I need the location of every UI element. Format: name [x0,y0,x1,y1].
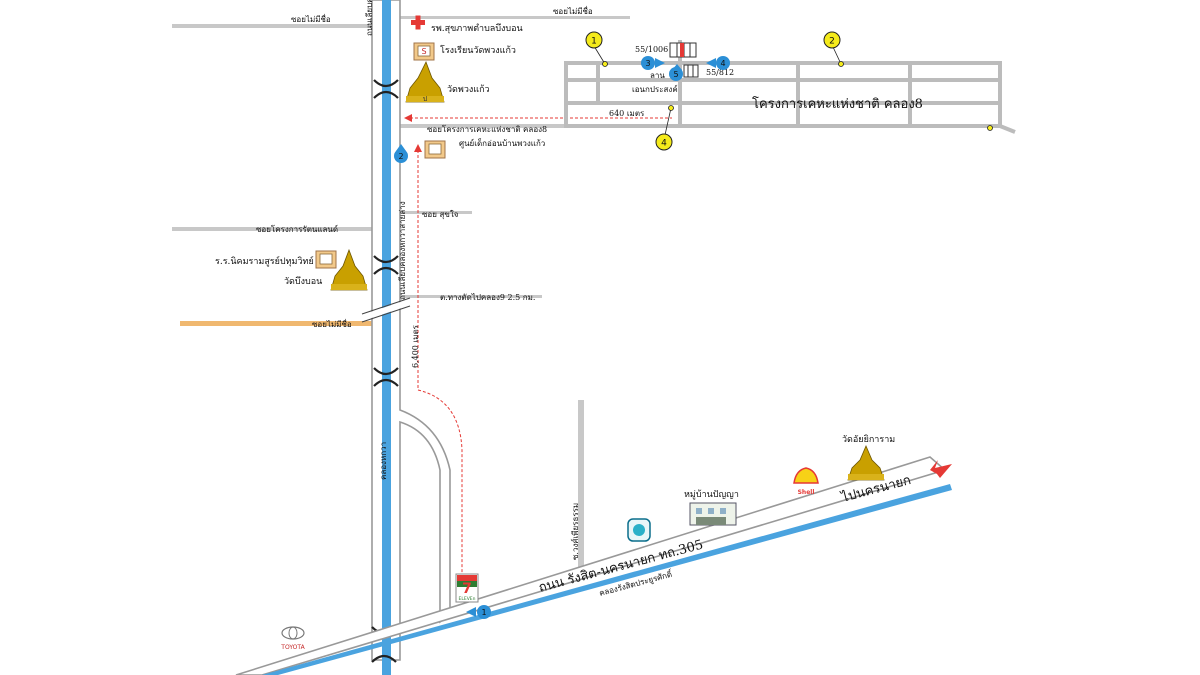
label-school-nikhom: ร.ร.นิคมรามสูรย์ปทุมวิทย์ [215,255,314,267]
label-project-name: โครงการเคหะแห่งชาติ คลอง8 [752,96,923,112]
eleven-text: ELEVEn [459,596,476,602]
label-plot-left: 55/1006 [635,45,668,54]
road-soi-suksai [400,211,472,214]
vertical-canal-road [361,0,672,675]
label-soi-rattanakorn: ซอยโครงการรัตนแลนด์ [256,224,338,234]
label-child-center: ศูนย์เด็กอ่อนบ้านพวงแก้ว [459,138,545,149]
blue-marker-4: 4 [706,56,730,70]
temple-icon-phuang-kaeo: ป [405,61,445,103]
blue-marker-2: 2 [394,144,408,163]
svg-text:5: 5 [673,70,678,79]
project-grid [564,40,1016,134]
label-village-panya: หมู่บ้านปัญญา [684,489,739,500]
toyota-text: TOYOTA [280,644,305,651]
label-dist-6400: 6,400 เมตร [411,324,420,368]
main-canal [262,484,952,675]
label-canal: คลองหกวา [379,442,388,480]
label-park: ลาน [650,71,665,80]
main-road [235,456,947,675]
svg-text:2: 2 [398,152,403,161]
label-soi-no-name-top-right: ซอยไม่มีชื่อ [553,5,593,16]
label-junction-klong9: ต.ทางตัดไปคลอง9 2.5 กม. [440,293,535,302]
minor-roads [172,16,630,580]
seven-eleven-logo-icon: 7 ELEVEn [455,573,479,603]
label-dist-640: 640 เมตร [609,109,645,118]
svg-text:4: 4 [720,59,725,68]
vertical-canal [382,0,391,675]
road-soi-rattanakorn [172,227,378,231]
label-school-wat-phuang-kaeo: โรงเรียนวัดพวงแก้ว [440,45,516,56]
svg-text:3: 3 [645,59,650,68]
ptt-logo-icon [627,518,651,542]
shell-text: Shell [798,489,815,496]
temple-icon-bueng-bon [330,248,368,291]
road-soi-no-name-top [172,24,378,28]
blue-marker-1: 1 [466,605,491,619]
label-vertical-road-top: ถนนเลียบคลอง [365,0,374,36]
label-soi-orange: ซอยไม่มีชื่อ [312,318,352,329]
yellow-marker-1: 1 [585,31,606,65]
road-junction-klong9 [400,295,542,298]
temple-icon-chaiyikaram [847,444,885,481]
label-soi-no-name-top-left: ซอยไม่มีชื่อ [291,13,331,24]
small-dots [602,61,993,131]
hospital-cross-icon [411,15,425,30]
svg-text:1: 1 [481,608,486,617]
route-arrow-left [404,114,412,122]
plot-blocks [669,42,699,78]
temple-digit: ป [423,95,428,103]
road-soi-no-name-top-right [400,16,630,19]
road-soi-orange [180,321,378,326]
label-wat-chaiyikaram: วัดอัยยิการาม [842,434,895,445]
yellow-marker-4: 4 [655,107,673,151]
label-multipurpose: เอนกประสงค์ [632,84,678,94]
to-nakhon-nayok-arrow [930,460,952,478]
label-wat-bueng-bon: วัดบึงบอน [284,276,322,287]
yellow-markers: 1 2 4 [585,31,842,151]
label-hospital: รพ.สุขภาพตำบลบึงบอน [431,23,523,34]
label-wat-phuang-kaeo: วัดพวงแก้ว [447,84,490,95]
yellow-marker-2: 2 [823,31,842,65]
route-dashed-curve [417,389,463,590]
svg-text:S: S [421,47,426,56]
road-side-wongpian [578,400,584,580]
bridge-marks [371,79,399,663]
label-plot-right: 55/812 [706,68,734,77]
route-arrow-up [414,144,422,152]
blue-marker-5: 5 [669,64,683,81]
label-soi-project: ซอยโครงการเคหะแห่งชาติ คลอง8 [427,124,547,134]
blue-markers: 1 2 3 4 5 [394,56,730,619]
label-vertical-road-mid: ถนนเลียบคลองหกวาสายล่าง [398,201,407,300]
blue-marker-3: 3 [641,56,665,70]
school-icon: S [413,42,435,61]
road-soi-project [400,124,565,128]
break-mark [361,297,411,323]
svg-text:1: 1 [591,37,597,47]
svg-text:2: 2 [829,37,835,47]
seven-digit: 7 [462,581,472,597]
school-icon-nikhom [315,250,337,269]
village-building-icon [689,502,737,526]
label-side-road: ซ.วงศ์เพียรธรรม [570,503,580,560]
school-icon-child-center [424,140,446,159]
main-road-group [235,456,952,675]
shell-logo-icon: Shell [793,467,819,496]
svg-text:4: 4 [661,139,667,149]
label-soi-suksai: ซอย สุขใจ [422,210,459,219]
toyota-logo-icon: TOYOTA [280,626,306,651]
